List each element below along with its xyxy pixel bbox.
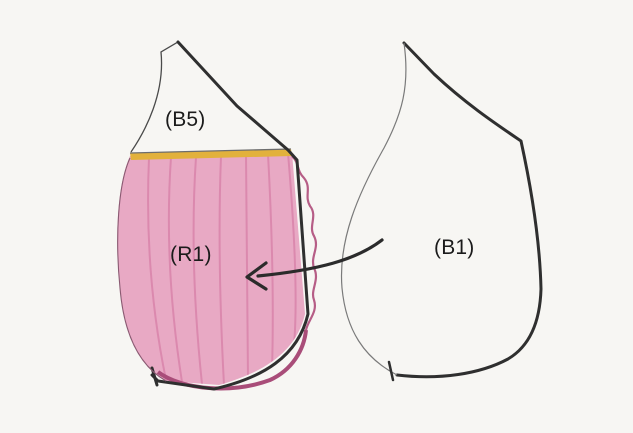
label-b5: (B5) xyxy=(165,108,205,132)
label-b1: (B1) xyxy=(434,236,474,260)
left-piece-outline xyxy=(131,42,291,152)
label-r1: (R1) xyxy=(170,243,212,267)
right-piece-b1 xyxy=(341,43,541,380)
